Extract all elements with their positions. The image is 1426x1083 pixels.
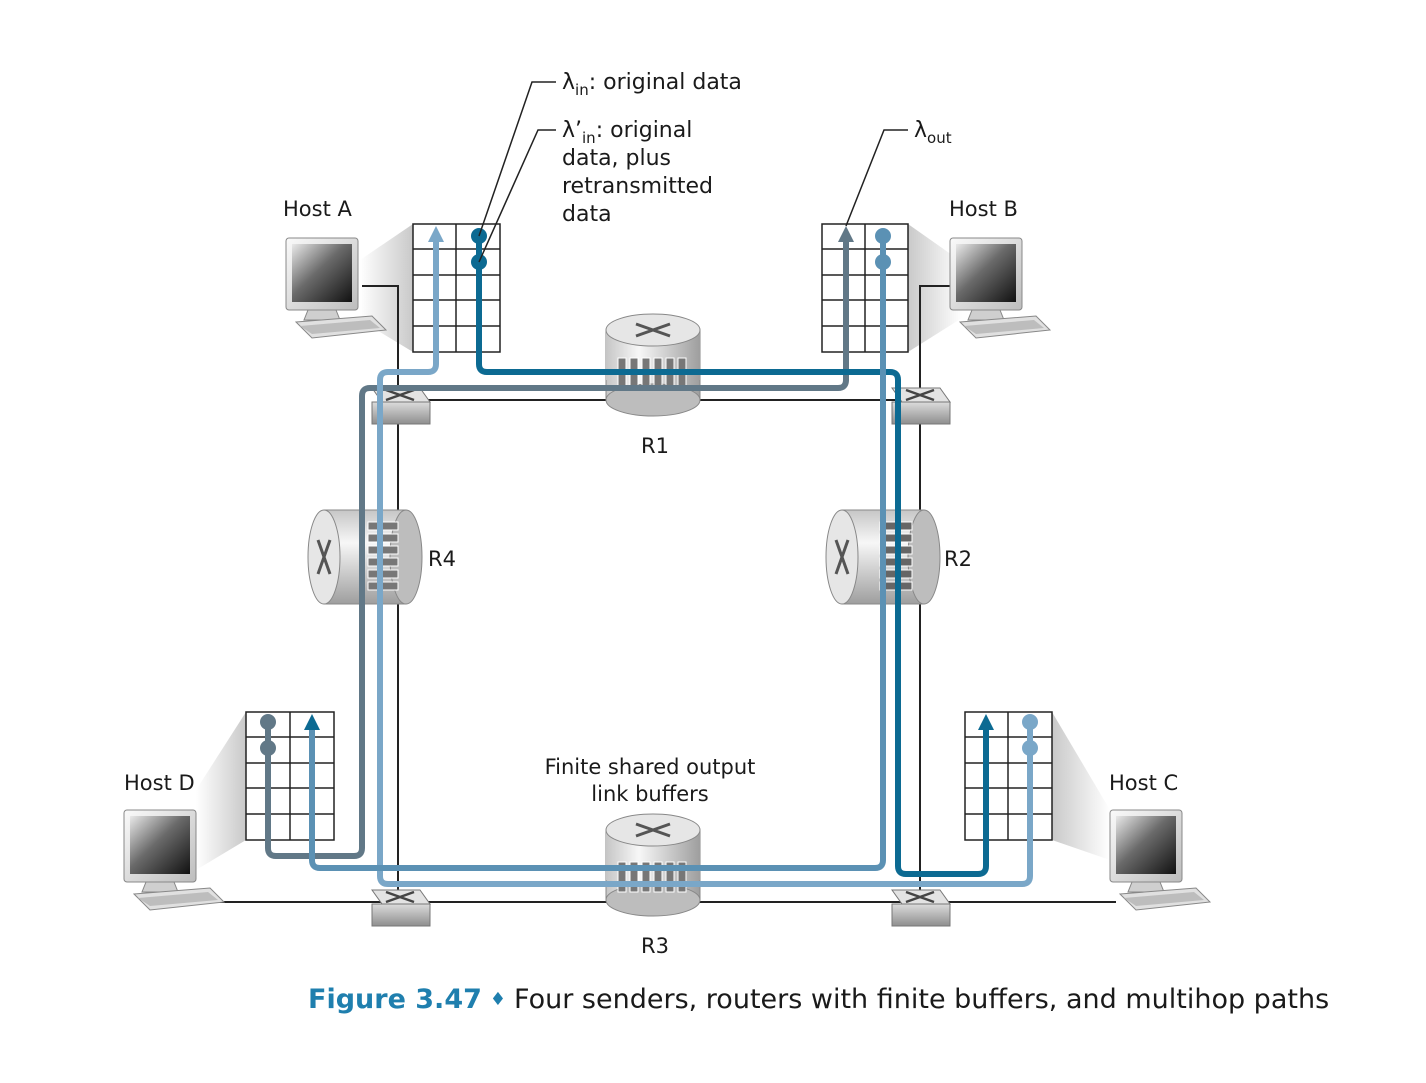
source-dot [875,254,891,270]
host-c-label: Host C [1109,771,1178,795]
path-host-a-to-host-c [476,233,989,877]
host-c-buffer-cone [1052,712,1110,860]
source-dot [1022,740,1038,756]
router-r4-label: R4 [428,547,456,571]
path-host-d-to-host-b [265,233,849,859]
host-b-buffer-cone [908,224,962,352]
host-a-buffer-cone [360,224,413,352]
host-d-label: Host D [124,771,195,795]
host-b-computer [949,237,1052,339]
path-markers [260,226,1038,756]
figure-number: Figure 3.47 [308,984,482,1015]
lambda-out-label: λout [914,118,952,147]
host-a-label: Host A [283,197,352,221]
switch-top-left [371,387,431,425]
router-r1 [605,313,701,417]
path-host-c-to-host-a [377,233,1033,887]
router-r1-label: R1 [641,434,669,458]
source-dot [875,228,891,244]
source-dot [1022,714,1038,730]
lambda-in-prime-label: λ’in: original [562,118,692,147]
arrow-up-icon [304,714,320,730]
lambda-in-label: λin: original data [562,70,742,99]
diamond-icon: ♦ [489,989,507,1010]
host-d-buffer-table [245,711,335,841]
host-b-label: Host B [949,197,1018,221]
arrow-up-icon [978,714,994,730]
lambda-in-prime-desc-3: retransmitted [562,174,713,199]
switch-bottom-right [891,889,951,927]
traffic-paths [265,233,1033,887]
switch-bottom-left [371,889,431,927]
arrow-up-icon [428,226,444,242]
host-c-buffer-table [964,711,1053,841]
arrow-up-icon [838,226,854,242]
router-r2-label: R2 [944,547,972,571]
buffers-label-line-2: link buffers [591,782,708,806]
source-dot [260,714,276,730]
host-d-buffer-cone [196,712,246,870]
annotation-leaders [478,81,908,263]
router-r3-label: R3 [641,934,669,958]
host-a-computer [285,237,388,339]
host-a-buffer-table [412,223,501,353]
host-c-computer [1109,809,1212,911]
path-host-b-to-host-d [309,233,886,871]
host-b-buffer-table [821,223,909,353]
source-dot [260,740,276,756]
figure-caption: Figure 3.47 ♦ Four senders, routers with f… [308,984,1408,1015]
figure-caption-text: Four senders, routers with finite buffer… [514,984,1330,1015]
lambda-in-prime-desc-4: data [562,202,612,227]
host-d-computer [123,809,226,911]
lambda-in-prime-desc-2: data, plus [562,146,671,171]
buffers-label-line-1: Finite shared output [545,755,756,779]
